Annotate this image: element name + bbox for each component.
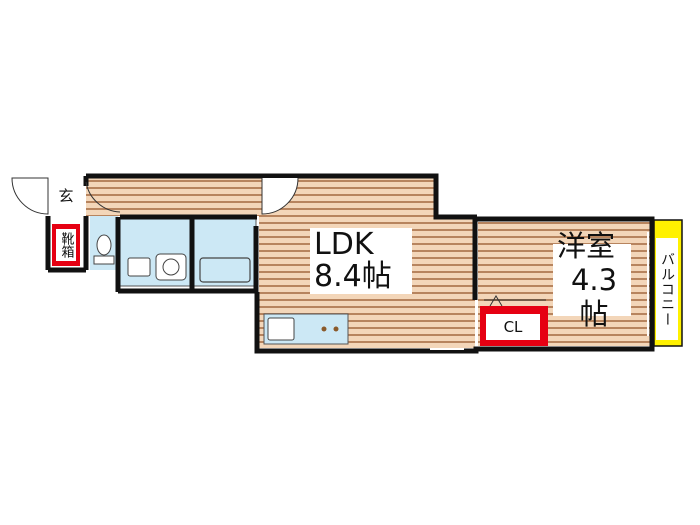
ldk-label: LDK 8.4帖: [310, 228, 412, 294]
entrance-label: 玄: [55, 186, 77, 205]
toilet-bowl: [96, 234, 112, 256]
entrance-door: [11, 177, 49, 215]
shoe-box-label: 靴箱: [56, 229, 76, 261]
washroom-door: [85, 181, 121, 213]
hallway-floor: [86, 176, 434, 216]
western-room-name: 洋室: [557, 229, 616, 263]
washbasin: [127, 257, 151, 277]
bathtub: [199, 257, 251, 283]
ldk-name: LDK: [314, 227, 374, 262]
closet-doors: [489, 295, 503, 307]
ldk-size: 8.4帖: [314, 259, 392, 294]
closet-label: CL: [486, 314, 540, 340]
sink: [267, 317, 295, 341]
walls: [45, 173, 655, 354]
washing-machine-space: [155, 253, 187, 281]
hallway-door: [261, 177, 299, 215]
stove-burner: [333, 326, 339, 332]
balcony-label: バルコニー: [656, 238, 678, 340]
stove-burner: [321, 326, 327, 332]
western-room-size: 4.3帖: [570, 263, 618, 331]
toilet-tank: [93, 255, 115, 265]
western-room-label: 洋室 4.3帖: [553, 229, 631, 331]
washing-machine-drum: [162, 258, 180, 276]
